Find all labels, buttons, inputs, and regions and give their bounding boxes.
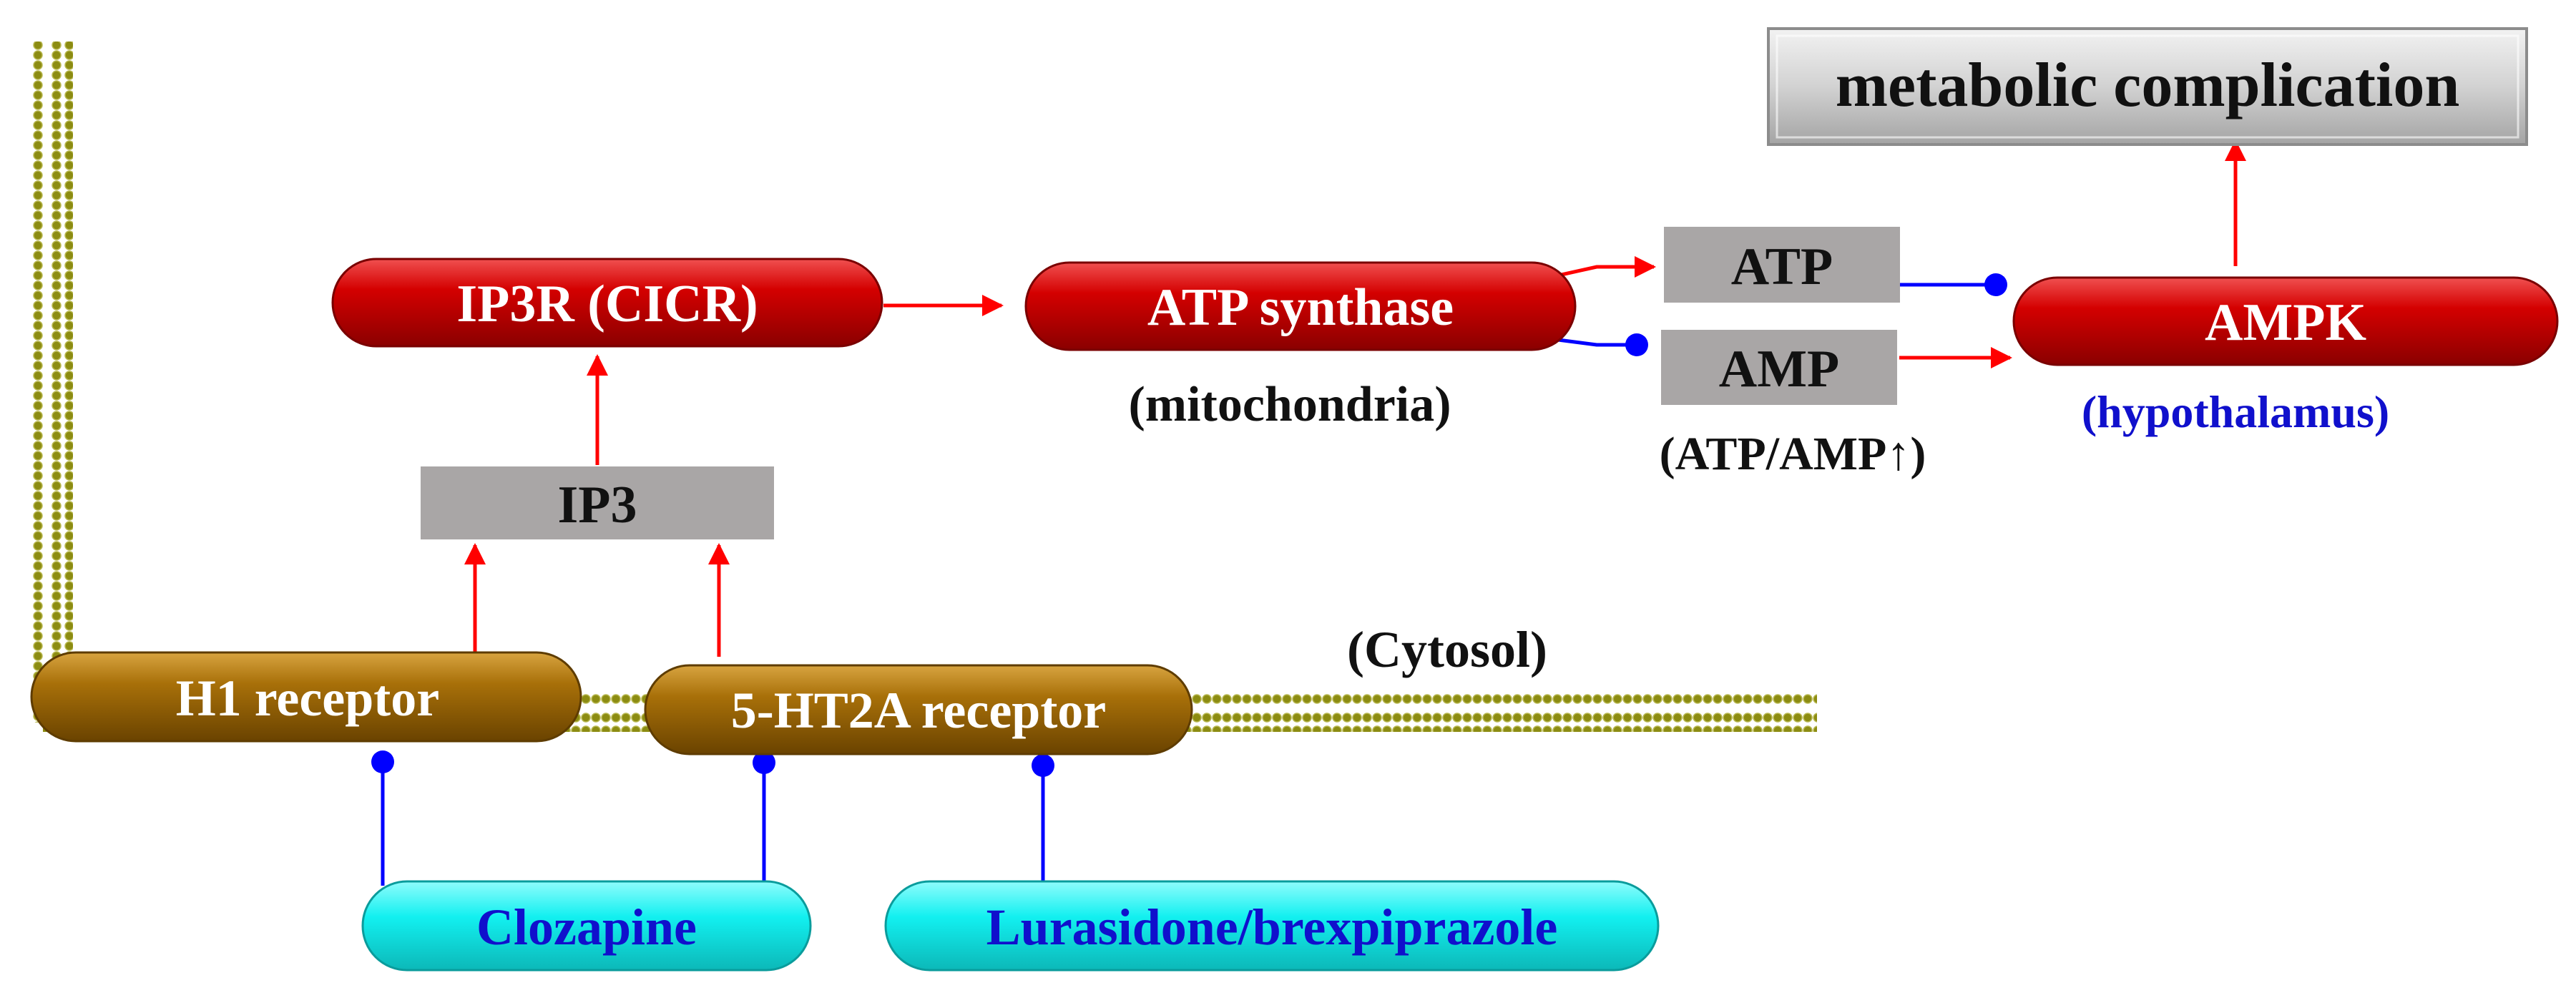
inhibit-dot-ampk (1984, 273, 2007, 296)
lurasidone-brexpiprazole-node: Lurasidone/brexpiprazole (884, 880, 1660, 972)
inhibition-lines (371, 273, 2007, 886)
lurasidone-brexpiprazole-label: Lurasidone/brexpiprazole (986, 899, 1558, 956)
5ht2a-receptor-node: 5-HT2A receptor (644, 664, 1193, 755)
ip3-box: IP3 (421, 466, 774, 539)
clozapine-label: Clozapine (476, 899, 697, 956)
arrow-atp-synthase-to-atp (1557, 256, 1656, 278)
inhibit-dot-h1 (371, 750, 394, 773)
activation-arrows (464, 140, 2246, 657)
ampk-node: AMPK (2012, 276, 2559, 366)
amp-label: AMP (1719, 340, 1840, 398)
atp-synthase-node: ATP synthase (1024, 261, 1577, 351)
membrane-vertical (30, 41, 73, 723)
atp-amp-ratio-label: (ATP/AMP↑) (1660, 428, 1926, 480)
atp-synthase-label: ATP synthase (1147, 278, 1454, 337)
metabolic-complication-box: metabolic complication (1767, 27, 2528, 146)
ip3r-node: IP3R (CICR) (331, 258, 883, 348)
metabolic-complication-label: metabolic complication (1836, 51, 2460, 120)
clozapine-node: Clozapine (361, 880, 812, 972)
ip3-label: IP3 (558, 476, 637, 534)
inhibit-dot-5ht2a-b (1032, 754, 1054, 777)
inhibit-dot-5ht2a-a (753, 751, 775, 774)
inhibit-line-atp-synthase-amp (1557, 338, 1631, 347)
atp-label: ATP (1731, 238, 1833, 296)
cell-membrane (30, 41, 1817, 732)
mitochondria-label: (mitochondria) (1128, 377, 1451, 432)
cytosol-label: (Cytosol) (1347, 621, 1547, 678)
inhibit-dot-amp (1625, 333, 1648, 356)
amp-box: AMP (1661, 330, 1897, 405)
5ht2a-receptor-label: 5-HT2A receptor (731, 682, 1107, 739)
h1-receptor-node: H1 receptor (30, 651, 582, 743)
ampk-label: AMPK (2205, 293, 2366, 352)
ip3r-label: IP3R (CICR) (456, 275, 758, 333)
hypothalamus-label: (hypothalamus) (2082, 386, 2389, 437)
atp-box: ATP (1664, 227, 1900, 303)
h1-receptor-label: H1 receptor (176, 670, 440, 727)
